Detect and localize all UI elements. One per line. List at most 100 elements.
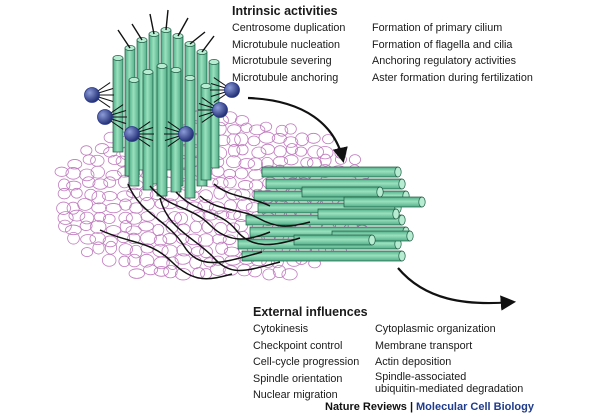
microtubule-triplet [317,208,397,220]
list-item: Cytoplasmic organization [375,323,496,335]
pcm-granule [65,167,81,180]
pcm-granule [154,198,169,210]
pcm-granule [319,153,332,167]
pcm-granule [240,122,253,134]
list-item: Checkpoint control [253,339,343,352]
pcm-granule [247,157,263,171]
pcm-granule [129,244,143,259]
pcm-granule [101,253,117,267]
pcm-granule [284,154,299,166]
intrinsic-heading: Intrinsic activities [232,4,338,18]
pcm-granule [300,157,314,168]
list-item: Cytokinesis [253,323,309,335]
pcm-granule [140,197,155,211]
journal-name: Nature Reviews [325,401,407,413]
linker-fibre [175,191,301,246]
pcm-granule [189,220,202,234]
pcm-granule [138,221,154,232]
pcm-granule [116,190,134,202]
pcm-granule [281,268,298,281]
pcm-granule [153,256,170,270]
pcm-granule [222,234,237,245]
pcm-granule [118,211,133,224]
list-item: Anchoring regulatory activities [372,55,517,68]
pcm-granule [201,220,214,234]
pcm-granule [58,219,72,233]
subdistal-spike [165,9,169,31]
external-heading: External influences [253,305,368,319]
pcm-granule [103,176,117,188]
microtubule-end [418,196,426,208]
pcm-granule [209,263,226,276]
microtubule-end [200,83,212,89]
pcm-granule [77,197,93,211]
pcm-granule [226,188,242,201]
pcm-granule [212,177,229,190]
pcm-granule [119,220,132,233]
list-item: Formation of primary cilium [372,22,503,34]
pcm-granule [125,225,142,236]
pcm-granule [92,241,105,255]
pcm-granule [82,154,96,165]
microtubule-triplet [261,166,399,178]
pcm-granule [202,209,219,221]
pcm-granule [247,135,261,147]
pcm-granule [57,188,71,200]
list-item: Microtubule nucleation [232,38,341,51]
pcm-granule [191,246,205,257]
microtubule-end [128,77,140,83]
pcm-granule [81,247,94,258]
pcm-granule [104,240,118,255]
linker-fibre [127,183,263,264]
pcm-granule [199,245,213,259]
pcm-granule [234,167,249,180]
appendage-ball [212,102,228,118]
horizontal-centriole [237,166,426,262]
microtubule-end [392,208,400,220]
pcm-granule [227,124,242,135]
external-right-list: Cytoplasmic organization Membrane transp… [375,321,523,395]
subdistal-spike [149,13,155,35]
microtubule-end [368,234,376,246]
pcm-granule [140,211,156,222]
pcm-granule [102,235,118,248]
intrinsic-left-list: Centrosome duplication Microtubule nucle… [232,20,345,86]
list-item: ubiquitin-mediated degradation [375,382,524,395]
microtubule-end [170,67,182,73]
list-item: Actin deposition [375,356,452,369]
subdistal-spike [131,23,143,41]
pcm-granule [226,155,242,169]
pcm-granule [126,187,143,199]
pcm-granule [58,178,71,192]
appendage-ball [84,87,100,103]
pcm-granule [118,243,133,256]
pcm-granule [80,145,93,156]
pcm-granule [198,233,214,247]
list-item: Cell-cycle progression [253,356,360,369]
pcm-granule [128,268,145,279]
appendage-ball [224,82,240,98]
pcm-granule [294,146,308,157]
pcm-granule [236,198,253,211]
pcm-granule [89,232,106,245]
arrow-intrinsic-to-centriole [247,96,348,164]
pcm-granule [226,133,241,147]
list-item: Nuclear migration [253,389,338,402]
pcm-granule [143,264,159,276]
pcm-granule [248,264,263,278]
microtubule-end [112,55,124,61]
subdistal-spike [177,17,189,37]
appendage-ball [124,126,140,142]
list-item: Membrane transport [375,339,473,352]
pcm-granule [57,211,74,225]
pcm-granule [66,180,82,191]
list-item: Microtubule anchoring [232,71,339,84]
pcm-granule [153,234,168,247]
pcm-granule [67,231,80,245]
pcm-granule [90,165,105,179]
microtubule-triplet [293,234,373,246]
microtubule-end [398,214,406,226]
pcm-granule [90,154,105,167]
pcm-granule [258,131,276,144]
